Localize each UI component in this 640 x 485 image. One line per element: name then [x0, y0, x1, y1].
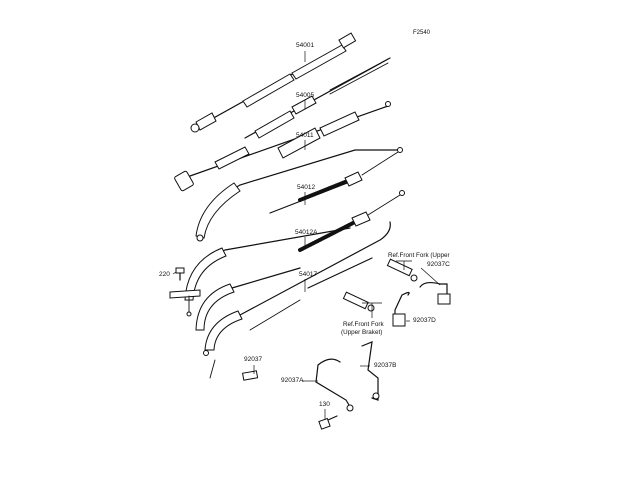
label-92037A: 92037A: [281, 377, 304, 384]
cable-54011: [174, 101, 391, 192]
clamp-92037C: [419, 281, 451, 305]
label-92037B: 92037B: [374, 362, 397, 369]
clamp-92037D: [392, 291, 410, 327]
cable-54005: [244, 57, 391, 139]
label-54005: 54005: [296, 92, 315, 99]
cable-54001: [190, 32, 357, 133]
label-54001: 54001: [296, 42, 315, 49]
bolt-130: [318, 415, 338, 430]
label-130: 130: [319, 401, 330, 408]
ref-front-fork-bracket-line1: Ref.Front Fork: [343, 321, 384, 328]
label-92037: 92037: [244, 356, 263, 363]
ref-front-fork-upper: Ref.Front Fork (Upper: [388, 252, 450, 259]
leader-lines: [172, 51, 441, 420]
cable-54017: [203, 221, 391, 379]
cable-54012: [195, 147, 403, 242]
fork-bolt-bracket: [342, 291, 375, 312]
label-220: 220: [159, 271, 170, 278]
bolt-220: [169, 267, 201, 317]
label-54017: 54017: [299, 271, 318, 278]
label-54011: 54011: [296, 132, 314, 139]
label-54012: 54012: [297, 184, 316, 191]
clamp-92037: [242, 370, 259, 381]
bracket-92037A: [315, 358, 354, 412]
fork-bolt-upper: [386, 258, 418, 282]
figure-code: F2540: [413, 30, 431, 36]
ref-front-fork-bracket-line2: (Upper Braket): [341, 329, 383, 336]
bracket-92037B: [361, 341, 380, 401]
spring-coil-54012: [298, 180, 347, 202]
label-92037C: 92037C: [427, 261, 450, 268]
label-54012A: 54012A: [295, 229, 318, 236]
label-92037D: 92037D: [413, 317, 436, 324]
